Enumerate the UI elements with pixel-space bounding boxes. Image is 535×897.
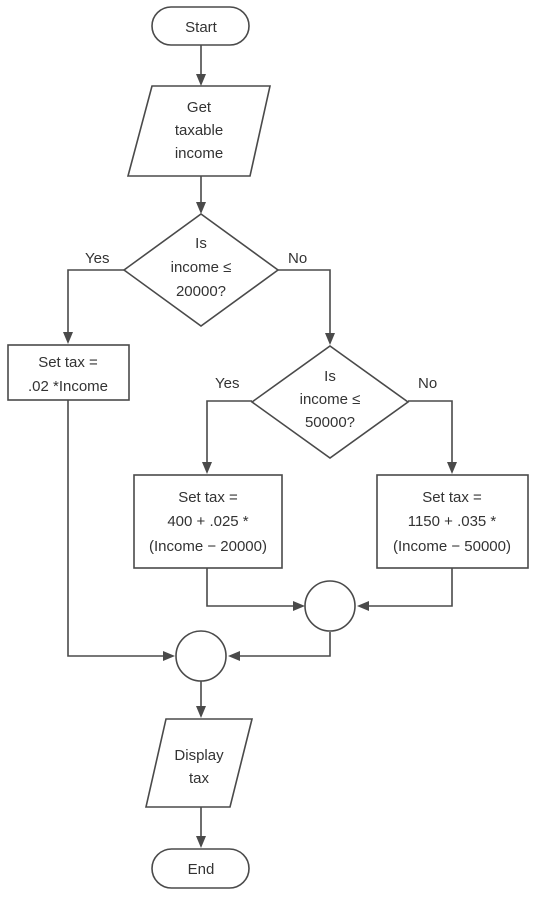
output-display-tax: Display tax <box>144 718 254 808</box>
input-get-income-line-1: Get <box>187 99 212 116</box>
tax-low-line-2: .02 *Income <box>28 378 108 395</box>
start-label: Start <box>185 19 218 36</box>
decision-income-20000: Is income ≤ 20000? <box>122 213 280 327</box>
decision-1-yes-label: Yes <box>85 250 109 267</box>
connector-tax-mid-to-join-1 <box>206 568 293 607</box>
decision-2-no-label: No <box>418 375 437 392</box>
arrowhead <box>196 74 206 86</box>
join-connector-1 <box>304 580 356 632</box>
start-terminal: Start <box>151 6 250 46</box>
tax-low-line-1: Set tax = <box>38 354 98 371</box>
tax-high-line-1: Set tax = <box>422 489 482 506</box>
decision-1-no-label: No <box>288 250 307 267</box>
input-get-income: Get taxable income <box>126 85 271 177</box>
join-connector-2 <box>175 630 227 682</box>
decision-2-line-2: income ≤ <box>300 391 361 408</box>
connector-join-1-to-join-2 <box>240 632 331 657</box>
tax-mid-line-2: 400 + .025 * <box>167 513 248 530</box>
arrowhead <box>357 601 369 611</box>
connectors <box>63 45 457 848</box>
display-tax-line-2: tax <box>189 770 210 787</box>
arrowhead <box>293 601 305 611</box>
connector-decision-2-no <box>408 400 453 462</box>
decision-2-line-1: Is <box>324 368 336 385</box>
arrowhead <box>196 706 206 718</box>
process-tax-mid: Set tax = 400 + .025 * (Income − 20000) <box>133 474 283 569</box>
tax-mid-line-1: Set tax = <box>178 489 238 506</box>
arrowhead <box>325 333 335 345</box>
arrowhead <box>228 651 240 661</box>
arrowhead <box>196 836 206 848</box>
arrowhead <box>63 332 73 344</box>
decision-2-line-3: 50000? <box>305 414 355 431</box>
arrowhead <box>163 651 175 661</box>
end-label: End <box>188 861 215 878</box>
tax-high-line-3: (Income − 50000) <box>393 538 511 555</box>
input-get-income-line-3: income <box>175 145 223 162</box>
tax-high-line-2: 1150 + .035 * <box>408 513 497 530</box>
end-terminal: End <box>151 848 250 889</box>
process-tax-high: Set tax = 1150 + .035 * (Income − 50000) <box>376 474 529 569</box>
decision-1-line-3: 20000? <box>176 283 226 300</box>
connector-decision-2-yes <box>206 400 252 462</box>
tax-mid-line-3: (Income − 20000) <box>149 538 267 555</box>
input-get-income-line-2: taxable <box>175 122 223 139</box>
process-tax-low: Set tax = .02 *Income <box>7 344 130 401</box>
display-tax-line-1: Display <box>174 747 224 764</box>
connector-tax-low-to-join-2 <box>67 400 163 657</box>
decision-income-50000: Is income ≤ 50000? <box>250 345 410 459</box>
decision-1-line-1: Is <box>195 235 207 252</box>
connector-decision-1-no <box>278 269 331 333</box>
decision-1-line-2: income ≤ <box>171 259 232 276</box>
arrowhead <box>447 462 457 474</box>
decision-2-yes-label: Yes <box>215 375 239 392</box>
connector-tax-high-to-join-1 <box>369 568 453 607</box>
connector-decision-1-yes <box>67 269 124 332</box>
arrowhead <box>196 202 206 214</box>
arrowhead <box>202 462 212 474</box>
